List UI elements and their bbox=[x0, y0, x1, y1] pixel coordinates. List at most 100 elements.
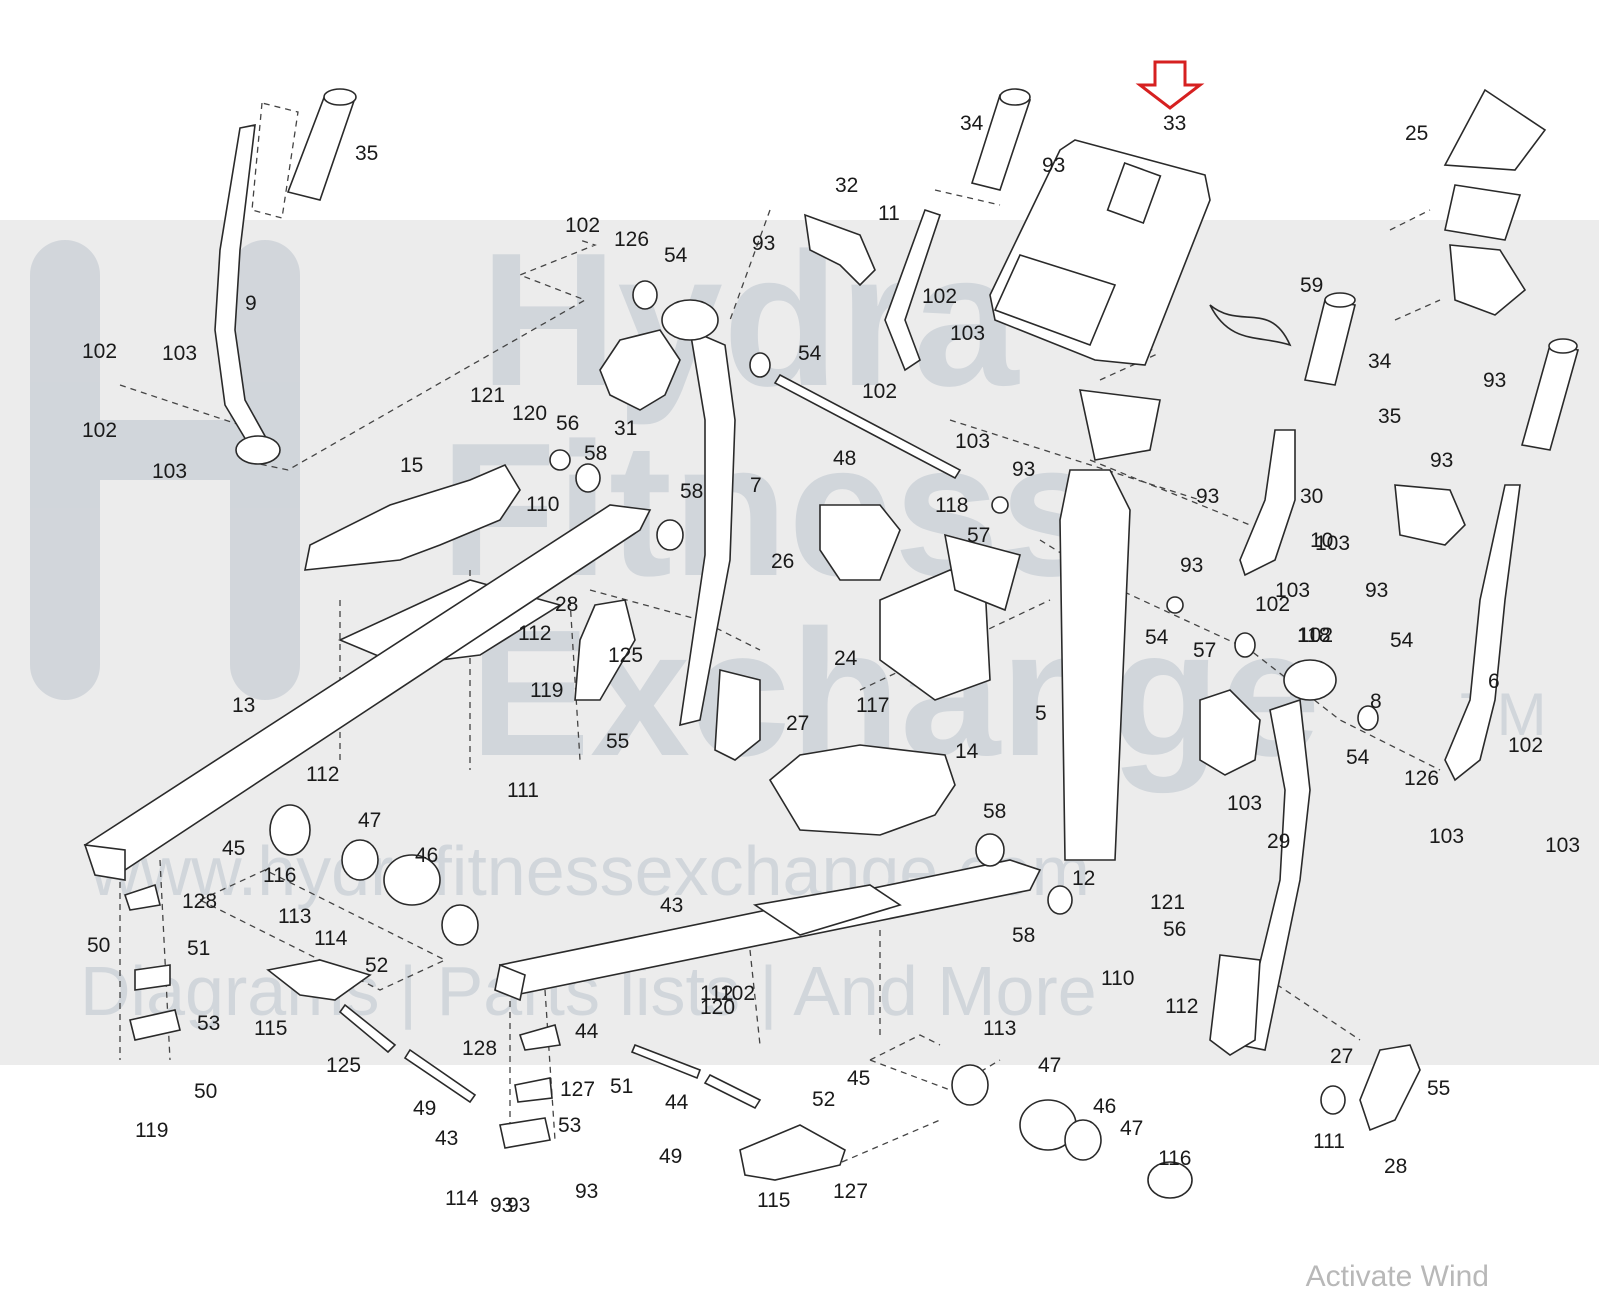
part-number-label: 103 bbox=[1275, 579, 1310, 602]
part-number-label: 49 bbox=[659, 1145, 682, 1168]
part-number-label: 125 bbox=[326, 1054, 361, 1077]
part-number-label: 112 bbox=[1165, 995, 1198, 1018]
part-number-label: 7 bbox=[750, 474, 762, 497]
part-number-label: 114 bbox=[445, 1187, 479, 1210]
part-number-label: 43 bbox=[435, 1127, 458, 1150]
part-number-label: 9 bbox=[245, 292, 257, 315]
part-number-label: 103 bbox=[1429, 825, 1464, 848]
part-number-label: 111 bbox=[1313, 1130, 1345, 1153]
part-number-label: 102 bbox=[720, 982, 755, 1005]
part-number-label: 121 bbox=[470, 384, 505, 407]
part-number-label: 110 bbox=[1101, 967, 1134, 990]
part-number-label: 58 bbox=[1012, 924, 1035, 947]
part-number-label: 47 bbox=[1120, 1117, 1143, 1140]
part-number-label: 51 bbox=[610, 1075, 633, 1098]
part-number-label: 53 bbox=[197, 1012, 220, 1035]
part-number-label: 48 bbox=[833, 447, 856, 470]
part-number-label: 31 bbox=[614, 417, 637, 440]
part-number-label: 93 bbox=[1196, 485, 1219, 508]
part-number-label: 11 bbox=[878, 202, 900, 225]
part-number-label: 25 bbox=[1405, 122, 1428, 145]
part-number-label: 111 bbox=[507, 779, 539, 802]
part-number-label: 120 bbox=[700, 996, 735, 1019]
part-number-label: 51 bbox=[187, 937, 210, 960]
part-number-label: 113 bbox=[278, 905, 311, 928]
part-number-label: 54 bbox=[664, 244, 688, 267]
part-number-label: 112 bbox=[306, 763, 339, 786]
part-number-label: 54 bbox=[1145, 626, 1169, 649]
part-number-label: 35 bbox=[1378, 405, 1401, 428]
part-number-label: 44 bbox=[575, 1020, 599, 1043]
part-number-label: 102 bbox=[1298, 624, 1333, 647]
part-number-label: 93 bbox=[1180, 554, 1203, 577]
part-number-label: 119 bbox=[530, 679, 563, 702]
part-number-label: 93 bbox=[752, 232, 775, 255]
part-number-label: 112 bbox=[700, 982, 733, 1005]
part-number-label: 14 bbox=[955, 740, 979, 763]
part-number-label: 54 bbox=[1390, 629, 1414, 652]
part-number-label: 118 bbox=[935, 494, 968, 517]
part-number-label: 27 bbox=[1330, 1045, 1353, 1068]
part-number-label: 93 bbox=[575, 1180, 598, 1203]
part-number-label: 116 bbox=[263, 864, 296, 887]
part-number-label: 47 bbox=[358, 809, 381, 832]
part-number-label: 13 bbox=[232, 694, 255, 717]
part-number-label: 29 bbox=[1267, 830, 1290, 853]
part-number-label: 126 bbox=[1404, 767, 1439, 790]
part-number-label: 125 bbox=[608, 644, 643, 667]
part-number-label: 57 bbox=[1193, 639, 1216, 662]
part-number-label: 5 bbox=[1035, 702, 1047, 725]
part-number-label: 32 bbox=[835, 174, 858, 197]
part-number-label: 116 bbox=[1158, 1147, 1191, 1170]
watermark-line1: Hydra bbox=[480, 214, 1020, 426]
part-number-label: 119 bbox=[135, 1119, 168, 1142]
part-number-label: 93 bbox=[1012, 458, 1035, 481]
activate-windows-text: Activate Wind bbox=[1305, 1260, 1489, 1293]
part-number-label: 102 bbox=[82, 419, 117, 442]
part-number-label: 12 bbox=[1072, 867, 1095, 890]
part-number-label: 102 bbox=[922, 285, 957, 308]
part-number-label: 121 bbox=[1150, 891, 1185, 914]
part-number-label: 58 bbox=[584, 442, 607, 465]
part-number-label: 102 bbox=[862, 380, 897, 403]
part-shapes bbox=[83, 88, 1580, 1199]
part-number-label: 47 bbox=[1038, 1054, 1061, 1077]
part-number-label: 57 bbox=[967, 524, 990, 547]
part-number-label: 110 bbox=[526, 493, 559, 516]
watermark-logo: Hydra Fitness Exchange TM www.hydrafitne… bbox=[30, 214, 1547, 1030]
part-number-label: 102 bbox=[565, 214, 600, 237]
part-number-label: 56 bbox=[556, 412, 579, 435]
part-number-label: 34 bbox=[1368, 350, 1392, 373]
part-number-label: 26 bbox=[771, 550, 794, 573]
part-number-label: 93 bbox=[507, 1194, 530, 1217]
part-number-label: 102 bbox=[1255, 593, 1290, 616]
part-number-label: 128 bbox=[182, 890, 217, 913]
part-number-label: 93 bbox=[490, 1194, 513, 1217]
part-number-label: 53 bbox=[558, 1114, 581, 1137]
part-number-label: 10 bbox=[1310, 529, 1333, 552]
part-number-label: 45 bbox=[222, 837, 245, 860]
part-number-label: 103 bbox=[1227, 792, 1262, 815]
part-number-label: 112 bbox=[518, 622, 551, 645]
part-number-label: 52 bbox=[365, 954, 388, 977]
part-number-label: 120 bbox=[512, 402, 547, 425]
part-number-label: 93 bbox=[1365, 579, 1388, 602]
part-number-label: 93 bbox=[1430, 449, 1453, 472]
part-number-label: 46 bbox=[1093, 1095, 1116, 1118]
part-number-label: 58 bbox=[983, 800, 1006, 823]
part-number-label: 28 bbox=[1384, 1155, 1407, 1178]
part-number-label: 56 bbox=[1163, 918, 1186, 941]
part-number-label: 49 bbox=[413, 1097, 436, 1120]
part-number-label: 103 bbox=[162, 342, 197, 365]
part-number-label: 15 bbox=[400, 454, 423, 477]
part-number-label: 45 bbox=[847, 1067, 870, 1090]
part-number-label: 93 bbox=[1483, 369, 1506, 392]
part-number-label: 102 bbox=[82, 340, 117, 363]
part-number-label: 50 bbox=[194, 1080, 217, 1103]
part-number-label: 8 bbox=[1370, 690, 1382, 713]
part-number-label: 115 bbox=[254, 1017, 287, 1040]
part-number-label: 50 bbox=[87, 934, 110, 957]
part-number-label: 126 bbox=[614, 228, 649, 251]
part-number-label: 117 bbox=[856, 694, 889, 717]
